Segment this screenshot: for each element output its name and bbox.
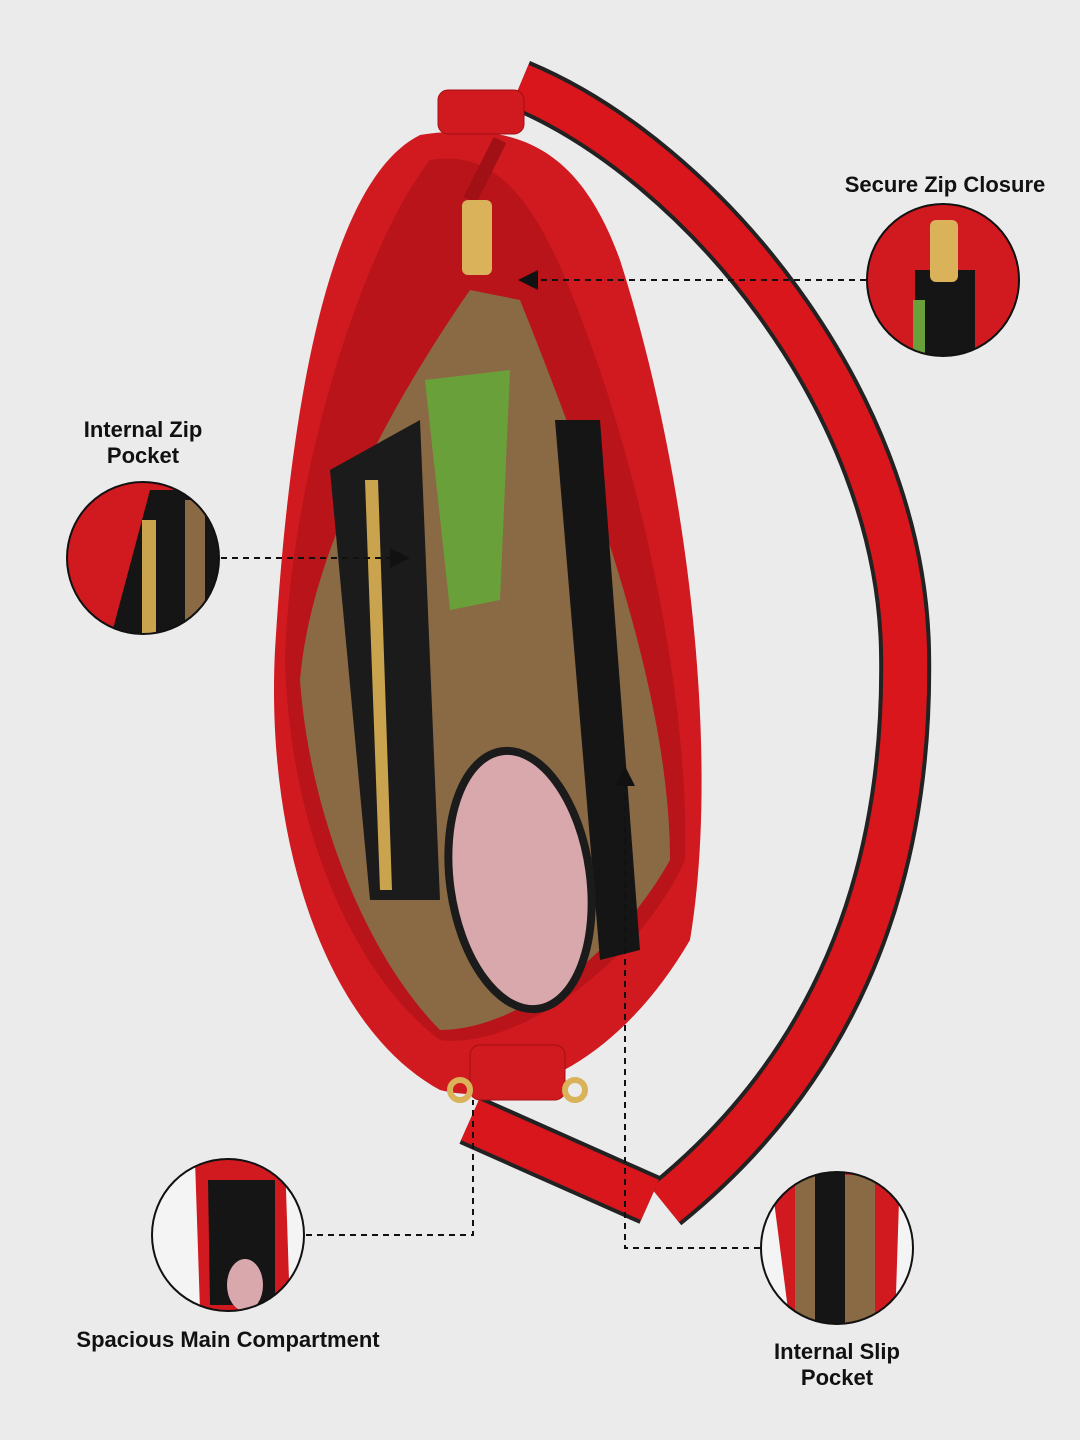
shoulder-strap	[459, 61, 932, 1226]
main-compartment-detail-circle	[151, 1158, 305, 1312]
zip-closure-detail-circle	[866, 203, 1020, 357]
zip-pocket-detail-circle	[66, 481, 220, 635]
main-compartment-leader-line	[306, 1100, 474, 1236]
zip-pocket-label-line2: Pocket	[106, 443, 180, 468]
slip-pocket-detail-circle	[760, 1171, 914, 1325]
main-compartment-label: Spacious Main Compartment	[76, 1327, 380, 1352]
zip-pocket-label: Internal Zip Pocket	[40, 417, 246, 469]
handbag	[273, 89, 702, 1103]
zipper-pull	[462, 200, 492, 275]
zip-pocket-label-line1: Internal Zip	[83, 417, 203, 442]
slip-pocket-label: Internal Slip Pocket	[734, 1339, 940, 1391]
slip-pocket-label-line1: Internal Slip	[774, 1339, 900, 1364]
slip-pocket-label-line2: Pocket	[800, 1365, 874, 1390]
zip-closure-label: Secure Zip Closure	[844, 172, 1046, 197]
slip-pocket-leader-line	[615, 766, 760, 1249]
